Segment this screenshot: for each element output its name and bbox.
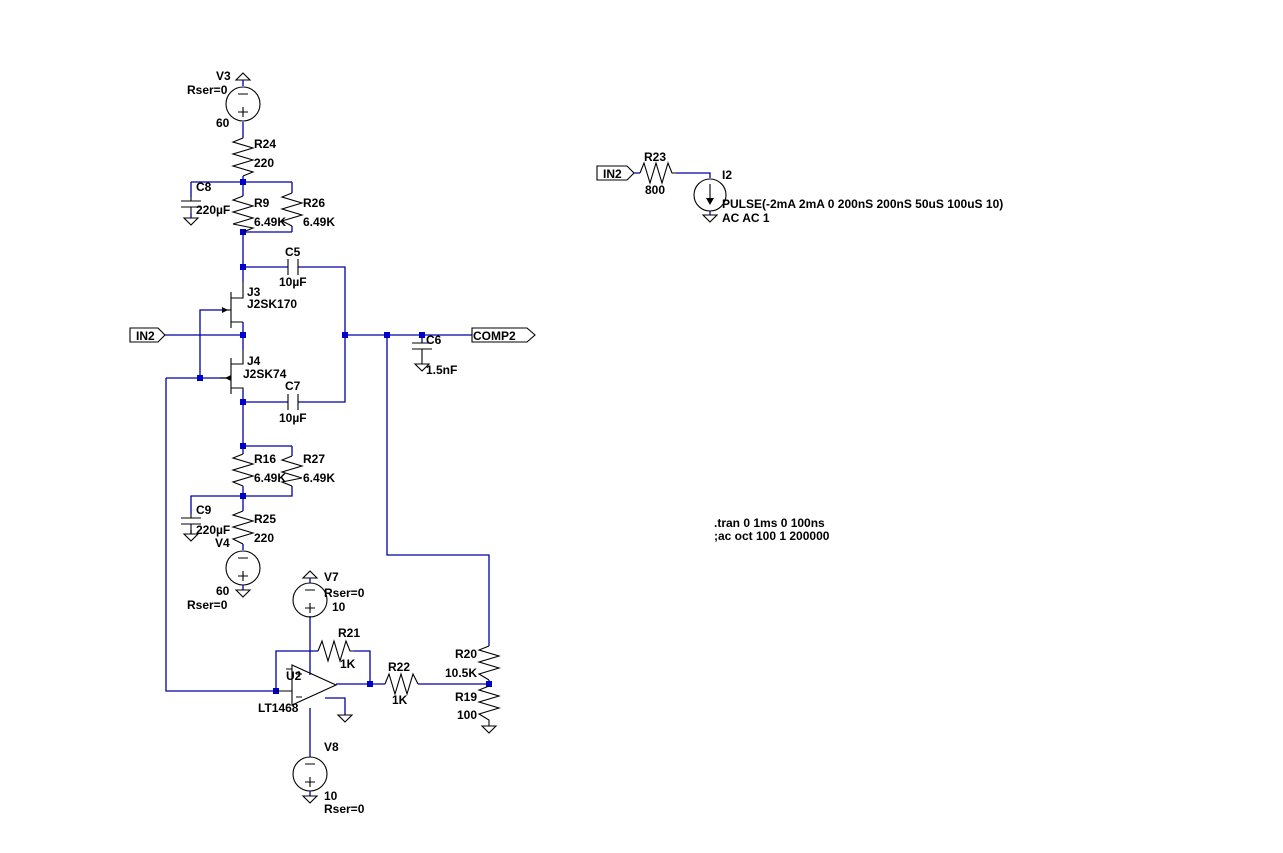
resistor-r25[interactable] bbox=[231, 510, 255, 545]
label-v8-value: 10 bbox=[324, 789, 338, 803]
capacitor-c7[interactable] bbox=[287, 394, 299, 410]
label-c8-value: 220µF bbox=[196, 203, 230, 217]
resistor-r20[interactable] bbox=[477, 645, 501, 681]
resistor-r9[interactable] bbox=[231, 195, 255, 233]
label-r16: R16 bbox=[254, 452, 276, 466]
label-c6: C6 bbox=[426, 333, 442, 347]
label-r22-value: 1K bbox=[392, 693, 408, 707]
label-v3-value: 60 bbox=[216, 116, 230, 130]
label-j4: J4 bbox=[247, 354, 261, 368]
label-v3-rser: Rser=0 bbox=[187, 83, 228, 97]
label-i2-value: PULSE(-2mA 2mA 0 200nS 200nS 50uS 100uS … bbox=[722, 197, 1003, 211]
capacitor-c5[interactable] bbox=[287, 259, 299, 275]
label-c5-value: 10µF bbox=[279, 275, 307, 289]
net-label-text: IN2 bbox=[136, 329, 155, 343]
label-c9: C9 bbox=[196, 503, 212, 517]
label-r23: R23 bbox=[644, 150, 666, 164]
label-v4-rser: Rser=0 bbox=[187, 598, 228, 612]
label-r26: R26 bbox=[303, 196, 325, 210]
current-source-i2[interactable] bbox=[693, 178, 727, 223]
label-r23-value: 800 bbox=[645, 183, 665, 197]
resistor-r16[interactable] bbox=[231, 453, 255, 487]
voltage-source-v7[interactable] bbox=[292, 570, 328, 618]
label-r25-value: 220 bbox=[254, 531, 274, 545]
label-r26-value: 6.49K bbox=[303, 215, 335, 229]
capacitor-c6[interactable] bbox=[412, 342, 432, 372]
component-labels: V3 Rser=0 60 R24 220 C8 220µF R9 6.49K R… bbox=[187, 69, 1003, 816]
label-r20: R20 bbox=[455, 647, 477, 661]
label-r21-value: 1K bbox=[340, 657, 356, 671]
label-c5: C5 bbox=[285, 245, 301, 259]
label-v4: V4 bbox=[215, 536, 230, 550]
label-r19: R19 bbox=[455, 690, 477, 704]
label-c8: C8 bbox=[196, 180, 212, 194]
net-label-text: IN2 bbox=[603, 167, 622, 181]
ground-u2 bbox=[336, 714, 354, 723]
label-r9-value: 6.49K bbox=[254, 215, 286, 229]
label-r16-value: 6.49K bbox=[254, 471, 286, 485]
label-u2: U2 bbox=[286, 669, 302, 683]
opamp-u2[interactable] bbox=[276, 664, 338, 706]
label-v4-value: 60 bbox=[216, 584, 230, 598]
label-r25: R25 bbox=[254, 512, 276, 526]
label-c9-value: 220µF bbox=[196, 523, 230, 537]
label-r27: R27 bbox=[303, 452, 325, 466]
label-v3: V3 bbox=[216, 69, 231, 83]
label-v7: V7 bbox=[324, 570, 339, 584]
label-u2-value: LT1468 bbox=[258, 701, 299, 715]
net-label-comp2[interactable]: COMP2 bbox=[471, 327, 536, 343]
label-v7-rser: Rser=0 bbox=[324, 586, 365, 600]
label-r20-value: 10.5K bbox=[445, 666, 477, 680]
directive-ac[interactable]: ;ac oct 100 1 200000 bbox=[714, 529, 830, 543]
voltage-source-v8[interactable] bbox=[292, 756, 328, 804]
net-label-text: COMP2 bbox=[473, 329, 516, 343]
label-j4-value: J2SK74 bbox=[243, 367, 287, 381]
directive-tran[interactable]: .tran 0 1ms 0 100ns bbox=[714, 516, 825, 530]
label-r24: R24 bbox=[254, 137, 276, 151]
jfet-j3[interactable] bbox=[222, 282, 244, 328]
label-v8: V8 bbox=[324, 740, 339, 754]
resistor-r24[interactable] bbox=[231, 137, 255, 177]
label-j3-value: J2SK170 bbox=[247, 297, 297, 311]
label-i2-ac: AC AC 1 bbox=[722, 211, 770, 225]
voltage-source-v4[interactable] bbox=[225, 550, 261, 598]
wires bbox=[165, 122, 711, 757]
label-j3: J3 bbox=[247, 285, 261, 299]
label-r24-value: 220 bbox=[254, 156, 274, 170]
resistor-r23[interactable] bbox=[639, 161, 676, 185]
resistor-r22[interactable] bbox=[384, 672, 419, 696]
net-label-in2-left[interactable]: IN2 bbox=[129, 327, 166, 343]
label-r22: R22 bbox=[388, 660, 410, 674]
label-r21: R21 bbox=[338, 626, 360, 640]
label-c7: C7 bbox=[285, 379, 301, 393]
voltage-source-v3[interactable] bbox=[225, 72, 261, 122]
label-c6-value: 1.5nF bbox=[426, 363, 457, 377]
resistor-r19[interactable] bbox=[477, 685, 501, 734]
resistor-r21[interactable] bbox=[317, 639, 354, 663]
label-r19-value: 100 bbox=[457, 708, 477, 722]
label-c7-value: 10µF bbox=[279, 411, 307, 425]
resistor-r27[interactable] bbox=[280, 455, 304, 487]
label-i2: I2 bbox=[722, 168, 732, 182]
label-v8-rser: Rser=0 bbox=[324, 802, 365, 816]
capacitor-c9[interactable] bbox=[181, 514, 201, 542]
resistor-r26[interactable] bbox=[280, 192, 304, 227]
label-r9: R9 bbox=[254, 196, 270, 210]
junctions bbox=[197, 179, 492, 694]
label-v7-value: 10 bbox=[332, 600, 346, 614]
capacitor-c8[interactable] bbox=[181, 197, 201, 226]
jfet-j4[interactable] bbox=[220, 350, 244, 394]
net-label-in2-right[interactable]: IN2 bbox=[596, 165, 635, 181]
spice-directives[interactable]: .tran 0 1ms 0 100ns ;ac oct 100 1 200000 bbox=[714, 516, 830, 543]
label-r27-value: 6.49K bbox=[303, 471, 335, 485]
